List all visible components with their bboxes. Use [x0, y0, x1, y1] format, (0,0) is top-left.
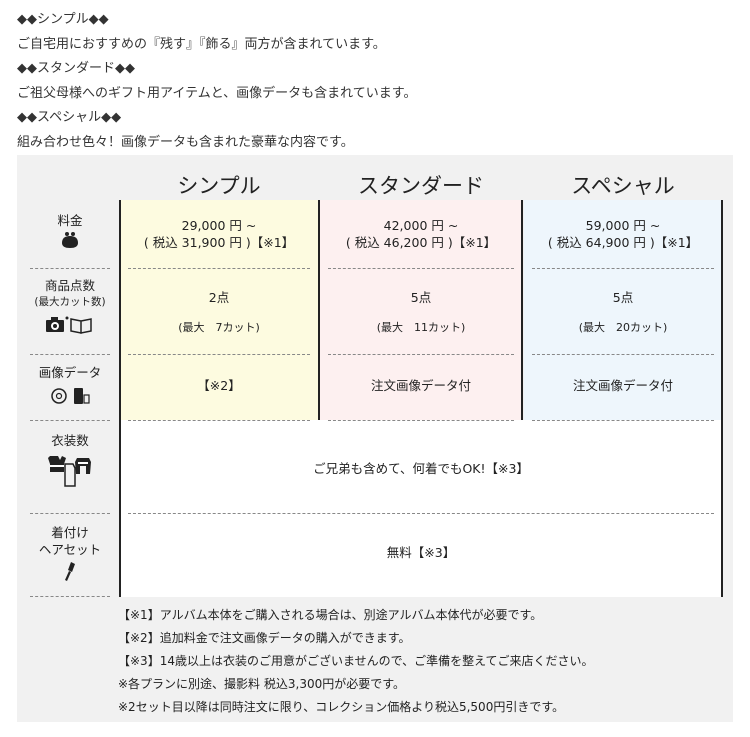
costumes-value: ご兄弟も含めて、何着でもOK!【※3】: [313, 461, 529, 476]
special-column: [524, 200, 722, 420]
price-simple: 29,000 円 ~ ( 税込 31,900 円 )【※1】: [143, 218, 295, 250]
row-separator: [328, 420, 514, 421]
simple-description: ご自宅用におすすめの『残す』『飾る』両方が含まれています。: [17, 36, 386, 52]
row-separator: [532, 268, 714, 269]
row-label-dressing: 着付け ヘアセット: [30, 524, 110, 586]
standard-heading: ◆◆スタンダード◆◆: [17, 61, 135, 76]
column-divider-2: [521, 200, 523, 420]
table-right-border: [721, 200, 723, 597]
footnote-1: 【※1】アルバム本体をご購入される場合は、別途アルバム本体代が必要です。: [118, 608, 543, 622]
row-separator: [30, 354, 110, 355]
row-label-price: 料金: [30, 212, 110, 253]
special-description: 組み合わせ色々！画像データも含まれた豪華な内容です。: [17, 134, 354, 150]
plan-header-simple: シンプル: [177, 174, 261, 198]
row-separator: [30, 420, 110, 421]
camera-album-icon: [46, 316, 92, 334]
kimono-icon: [48, 456, 91, 487]
row-label-image-data: 画像データ: [30, 364, 110, 409]
coin-purse-icon: [62, 232, 78, 248]
table-left-border: [119, 200, 121, 597]
row-separator: [532, 354, 714, 355]
items-simple: 2点 (最大 7カット): [178, 290, 260, 334]
simple-heading: ◆◆シンプル◆◆: [17, 12, 109, 27]
row-label-costumes: 衣装数: [30, 432, 110, 492]
footnotes: 【※1】アルバム本体をご購入される場合は、別途アルバム本体代が必要です。 【※2…: [118, 604, 594, 719]
items-standard: 5点 (最大 11カット): [376, 290, 466, 334]
disc-phone-icon: [51, 388, 90, 404]
price-special: 59,000 円 ~ ( 税込 64,900 円 )【※1】: [547, 218, 699, 250]
standard-description: ご祖父母様へのギフト用アイテムと、画像データも含まれています。: [17, 85, 417, 101]
row-separator: [30, 268, 110, 269]
plan-header-special: スペシャル: [571, 174, 675, 198]
row-separator: [128, 513, 714, 514]
footnote-4: ※各プランに別途、撮影料 税込3,300円が必要です。: [118, 677, 406, 691]
row-separator: [128, 268, 310, 269]
row-separator: [128, 420, 310, 421]
row-separator: [328, 354, 514, 355]
row-separator: [128, 354, 310, 355]
hair-brush-icon: [65, 562, 75, 581]
merged-rows-area: [120, 420, 722, 597]
image-data-special: 注文画像データ付: [572, 378, 673, 393]
footnote-3: 【※3】14歳以上は衣装のご用意がございませんので、ご準備を整えてご来店ください…: [118, 654, 594, 668]
dressing-value: 無料【※3】: [386, 545, 456, 560]
standard-column: [320, 200, 522, 420]
plan-header-standard: スタンダード: [358, 174, 484, 198]
row-separator: [532, 420, 714, 421]
row-label-items: 商品点数 (最大カット数): [30, 277, 110, 338]
footnote-2: 【※2】追加料金で注文画像データの購入ができます。: [118, 631, 411, 645]
column-divider-1: [318, 200, 320, 420]
footnote-5: ※2セット目以降は同時注文に限り、コレクション価格より税込5,500円引きです。: [118, 700, 565, 714]
special-heading: ◆◆スペシャル◆◆: [17, 110, 122, 125]
row-separator: [30, 596, 110, 597]
row-separator: [30, 513, 110, 514]
intro-text: ◆◆シンプル◆◆ ご自宅用におすすめの『残す』『飾る』両方が含まれています。 ◆…: [17, 8, 417, 155]
image-data-simple: 【※2】: [197, 378, 241, 393]
items-special: 5点 (最大 20カット): [578, 290, 668, 334]
price-standard: 42,000 円 ~ ( 税込 46,200 円 )【※1】: [345, 218, 497, 250]
image-data-standard: 注文画像データ付: [370, 378, 471, 393]
row-separator: [328, 268, 514, 269]
simple-column: [120, 200, 318, 420]
